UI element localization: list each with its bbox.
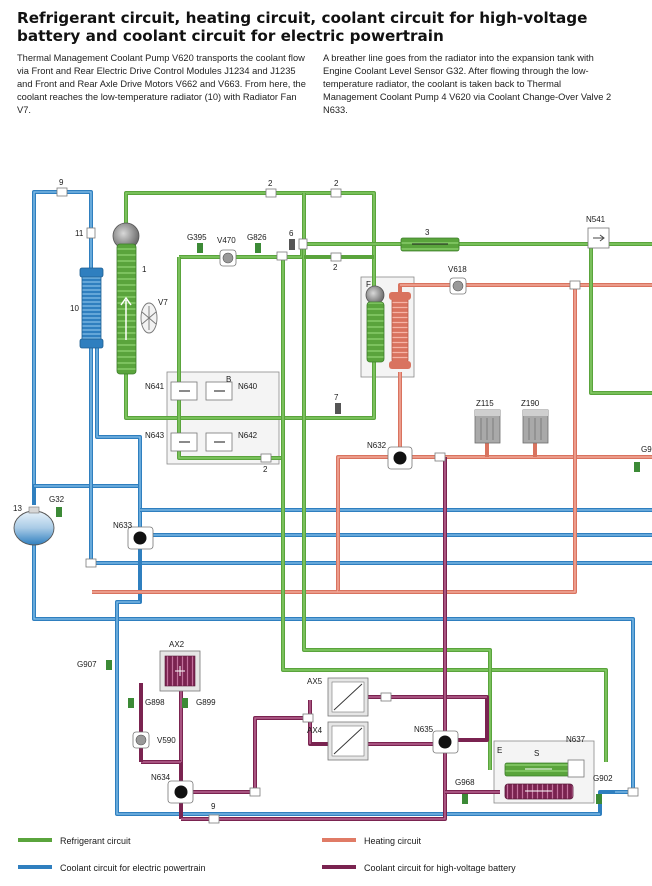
label-g826: G826 [247,233,267,242]
label-g902: G902 [593,774,613,783]
heater-z115 [474,409,501,444]
label-ax2: AX2 [169,640,185,649]
label-n634: N634 [151,773,171,782]
heater-z190 [522,409,549,444]
label-n643: N643 [145,431,165,440]
legend-label-battery: Coolant circuit for high-voltage battery [364,863,516,873]
label-n641: N641 [145,382,165,391]
label-3: 3 [425,228,430,237]
label-g968: G968 [455,778,475,787]
component-labels: 9 11 10 1 V7 2 2 2 2 G395 V470 G826 6 3 … [13,178,652,811]
label-v470: V470 [217,236,236,245]
valve-block-b-valves [170,381,233,452]
label-2-c: 2 [333,263,338,272]
valve-n634 [167,780,194,804]
label-ax5: AX5 [307,677,323,686]
valve-n541 [587,227,610,249]
label-7: 7 [334,393,339,402]
legend-label-refrigerant: Refrigerant circuit [60,836,131,846]
label-n640: N640 [238,382,258,391]
intro-paragraph-left: Thermal Management Coolant Pump V620 tra… [17,53,306,115]
label-v618: V618 [448,265,467,274]
label-e: E [497,746,502,755]
component-ax5 [327,677,369,717]
chiller-f [365,285,411,369]
label-g395: G395 [187,233,207,242]
radiator-fan-icon [140,302,158,334]
battery-coolant-lines [139,457,500,821]
label-g899: G899 [196,698,216,707]
pump-v590 [132,731,150,749]
label-10: 10 [70,304,79,313]
low-temperature-radiator [79,267,104,349]
label-g32: G32 [49,495,65,504]
valve-n632 [387,446,413,470]
label-n632: N632 [367,441,387,450]
pump-v618 [449,277,467,295]
legend-item-battery: Coolant circuit for high-voltage battery [322,863,516,873]
legend-label-heating: Heating circuit [364,836,422,846]
component-ax4 [327,721,369,761]
label-9-bottom: 9 [211,802,216,811]
heat-exchanger-3 [400,237,460,252]
label-n635: N635 [414,725,434,734]
label-g898: G898 [145,698,165,707]
legend-item-powertrain: Coolant circuit for electric powertrain [18,863,206,873]
label-1: 1 [142,265,147,274]
label-b: B [226,375,231,384]
expansion-tank [13,506,55,546]
label-2-a: 2 [268,179,273,188]
temperature-sensors [56,239,640,804]
label-z115: Z115 [476,399,494,408]
label-g907: G907 [77,660,97,669]
label-6: 6 [289,229,294,238]
label-f: F [366,280,371,289]
label-11: 11 [75,229,84,238]
label-13: 13 [13,504,22,513]
valve-n635 [432,730,459,754]
label-n642: N642 [238,431,258,440]
label-ax4: AX4 [307,726,323,735]
label-n633: N633 [113,521,133,530]
label-2-d: 2 [263,465,268,474]
label-z190: Z190 [521,399,540,408]
valve-n633 [127,526,154,550]
control-module-ax2 [159,650,201,692]
label-n541: N541 [586,215,606,224]
powertrain-coolant-lines [32,190,652,816]
legend-item-refrigerant: Refrigerant circuit [18,836,131,846]
legend: Refrigerant circuit Heating circuit Cool… [18,836,516,873]
label-v590: V590 [157,736,176,745]
pump-1 [112,222,140,375]
label-n637: N637 [566,735,586,744]
label-g9: G9 [641,445,652,454]
line-fittings [56,187,639,824]
intro-paragraph-right: A breather line goes from the radiator i… [323,53,612,115]
chiller-e [504,759,585,800]
label-s: S [534,749,539,758]
label-2-b: 2 [334,179,339,188]
page-title: Refrigerant circuit, heating circuit, co… [17,9,588,45]
legend-item-heating: Heating circuit [322,836,422,846]
legend-label-powertrain: Coolant circuit for electric powertrain [60,863,206,873]
pump-v470 [219,249,237,267]
label-v7: V7 [158,298,168,307]
label-9-top: 9 [59,178,64,187]
